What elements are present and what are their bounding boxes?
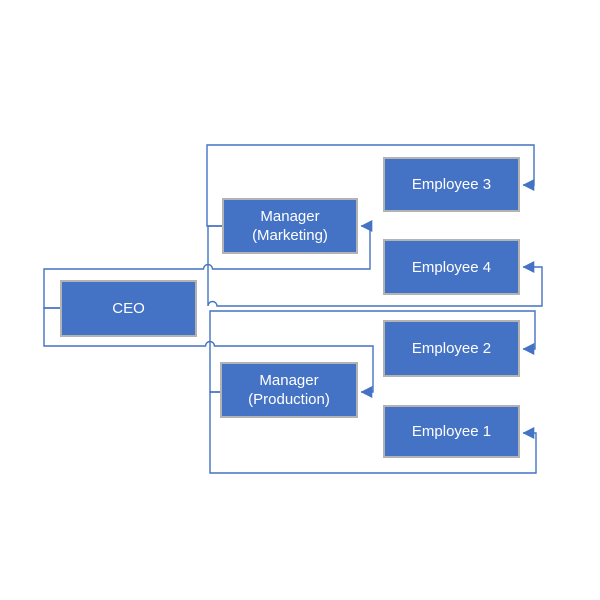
edge-manager-marketing-to-employee-4[interactable]: [207, 225, 543, 307]
node-ceo[interactable]: CEO: [60, 280, 197, 337]
node-employee-1-label: Employee 1: [411, 423, 492, 440]
node-employee-3-label: Employee 3: [411, 176, 492, 193]
node-manager-marketing[interactable]: Manager (Marketing): [222, 198, 358, 254]
node-employee-2-label: Employee 2: [411, 340, 492, 357]
node-manager-production-label: Manager (Production): [248, 372, 330, 408]
edge-manager-production-to-employee-1[interactable]: [209, 391, 537, 474]
edge-ceo-to-manager-marketing[interactable]: [43, 220, 373, 309]
node-employee-4-label: Employee 4: [411, 258, 492, 276]
node-manager-marketing-label: Manager (Marketing): [252, 208, 328, 244]
node-manager-production[interactable]: Manager (Production): [220, 362, 358, 418]
node-employee-1[interactable]: Employee 1: [383, 405, 520, 458]
node-employee-3[interactable]: Employee 3: [383, 157, 520, 212]
edge-ceo-to-manager-production[interactable]: [43, 307, 374, 398]
node-ceo-label: CEO: [112, 300, 145, 317]
node-employee-2[interactable]: Employee 2: [383, 320, 520, 377]
edge-manager-marketing-to-employee-3[interactable]: [206, 144, 535, 227]
node-employee-4[interactable]: Employee 4: [383, 239, 520, 295]
